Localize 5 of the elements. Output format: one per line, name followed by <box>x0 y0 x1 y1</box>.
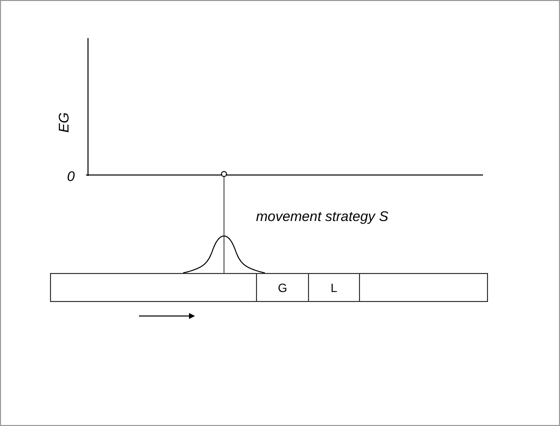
segment-label: L <box>330 280 338 296</box>
axis-label: EG <box>54 112 73 133</box>
annotation: movement strategy S <box>256 207 388 226</box>
axis-tick-label: 0 <box>67 167 75 186</box>
segment-label: G <box>278 280 288 296</box>
